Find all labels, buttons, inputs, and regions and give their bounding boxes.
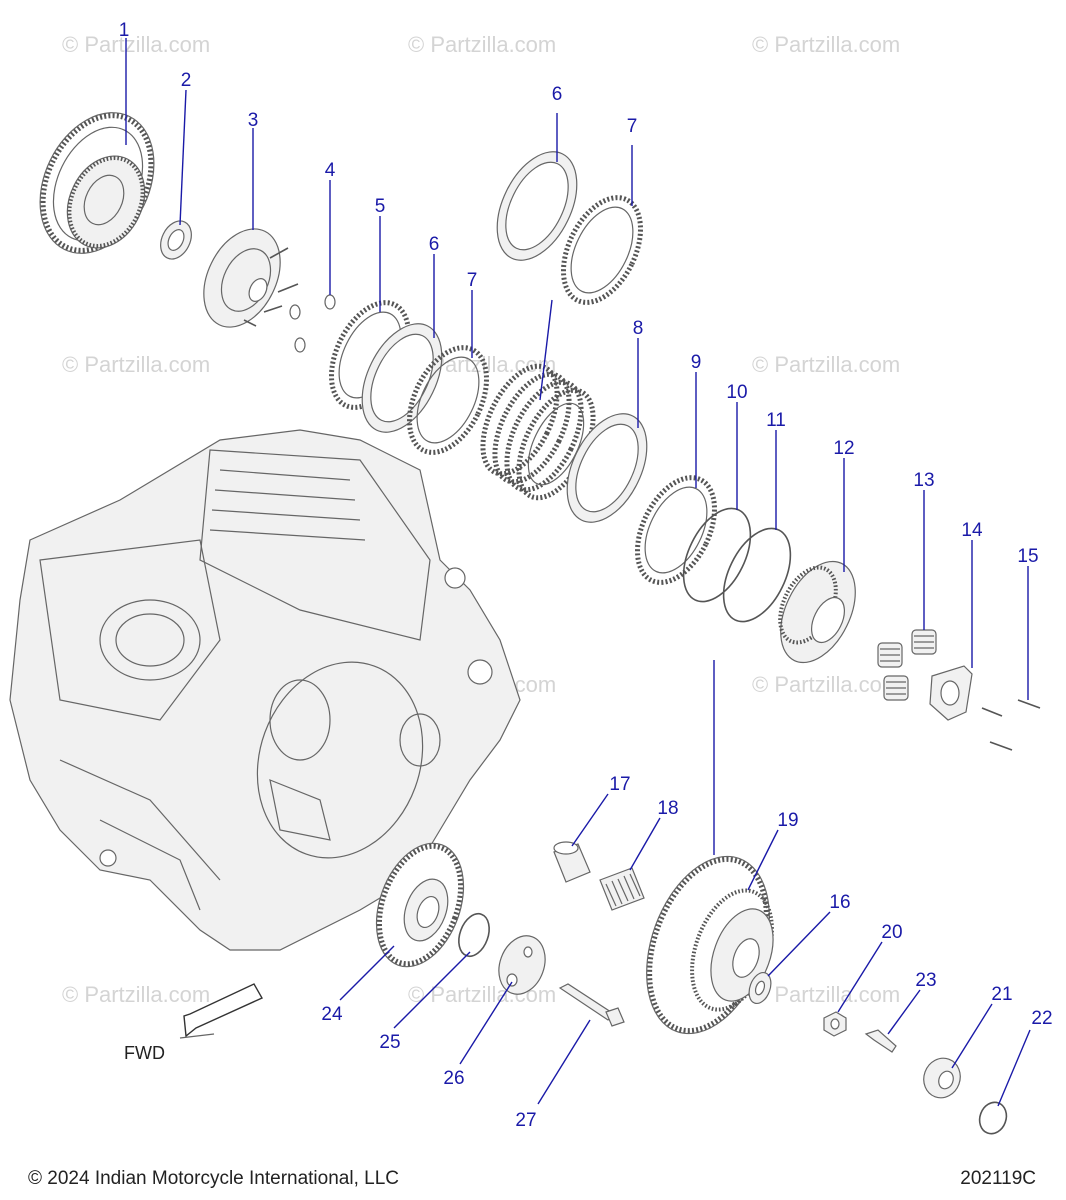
part-18-needle-bearing-drawing <box>599 867 645 911</box>
part-21-bearing-drawing <box>923 1057 961 1099</box>
callout-3: 3 <box>248 110 259 131</box>
callout-12: 12 <box>833 438 854 459</box>
part-17-bushing-drawing <box>553 841 591 883</box>
part-16-washer-drawing <box>748 971 772 1005</box>
part-24-gear-drawing <box>375 842 465 968</box>
callout-24: 24 <box>321 1004 343 1025</box>
fwd-label: FWD <box>124 1043 165 1063</box>
callout-23: 23 <box>915 970 936 991</box>
callout-10: 10 <box>726 382 747 403</box>
watermark-text: © Partzilla.com <box>62 982 210 1007</box>
part-9-friction-plate-drawing <box>634 475 718 585</box>
part-7-friction-plate-upper-drawing <box>560 195 644 305</box>
part-1-clutch-basket-drawing <box>39 112 155 254</box>
callout-18: 18 <box>657 798 678 819</box>
part-27-bolt-drawing <box>558 983 625 1027</box>
part-14-retainer-drawing <box>929 665 973 721</box>
callout-15: 15 <box>1017 546 1038 567</box>
callout-20: 20 <box>881 922 902 943</box>
callout-7: 7 <box>627 116 638 137</box>
callout-6: 6 <box>552 84 563 105</box>
callout-6: 6 <box>429 234 440 255</box>
copyright-text: © 2024 Indian Motorcycle International, … <box>28 1168 399 1189</box>
callout-13: 13 <box>913 470 934 491</box>
callout-21: 21 <box>991 984 1012 1005</box>
part-26-cam-drawing <box>498 935 546 995</box>
leader-lines <box>125 38 1031 1107</box>
callout-9: 9 <box>691 352 702 373</box>
callout-2: 2 <box>181 70 192 91</box>
watermark-text: © Partzilla.com <box>408 32 556 57</box>
diagram-id: 202119C <box>960 1168 1036 1189</box>
callout-7: 7 <box>467 270 478 291</box>
callout-19: 19 <box>777 810 798 831</box>
part-7-friction-plate-drawing <box>406 345 490 455</box>
part-3-hub-drawing <box>203 228 299 328</box>
callout-8: 8 <box>633 318 644 339</box>
watermark-text: © Partzilla.com <box>752 352 900 377</box>
callout-4: 4 <box>325 160 336 181</box>
part-6-steel-plate-upper-drawing <box>496 151 578 261</box>
fwd-arrow-icon <box>179 983 263 1039</box>
part-23-bolt-drawing <box>864 1029 897 1053</box>
callout-26: 26 <box>443 1068 464 1089</box>
callout-22: 22 <box>1031 1008 1052 1029</box>
part-4-snap-rings-drawing <box>289 294 336 353</box>
watermark-text: © Partzilla.com <box>62 32 210 57</box>
watermark-text: © Partzilla.com <box>752 672 900 697</box>
part-19-clutch-gear-drawing <box>646 855 774 1035</box>
part-8-steel-plate-drawing <box>566 413 648 523</box>
part-22-circlip-drawing <box>978 1101 1008 1135</box>
callout-17: 17 <box>609 774 630 795</box>
part-2-washer-drawing <box>160 220 192 260</box>
part-12-pressure-plate-drawing <box>778 560 856 664</box>
callout-27: 27 <box>515 1110 536 1131</box>
watermark-text: © Partzilla.com <box>752 32 900 57</box>
callout-5: 5 <box>375 196 386 217</box>
part-6-steel-plate-drawing <box>361 323 443 433</box>
callout-1: 1 <box>119 20 130 41</box>
watermark-text: © Partzilla.com <box>752 982 900 1007</box>
callout-14: 14 <box>961 520 983 541</box>
engine-block-drawing <box>9 429 521 951</box>
part-15-bolts-drawing <box>981 699 1041 751</box>
callout-11: 11 <box>766 410 786 431</box>
part-20-nut-drawing <box>823 1011 847 1037</box>
part-13-springs-drawing <box>877 629 937 701</box>
callout-labels: 1 2 3 4 5 6 6 7 7 8 9 10 11 12 13 14 15 … <box>119 20 1053 1131</box>
part-11-ring-drawing <box>722 527 792 623</box>
part-10-ring-drawing <box>682 507 752 603</box>
callout-16: 16 <box>829 892 850 913</box>
callout-25: 25 <box>379 1032 400 1053</box>
part-25-snap-ring-drawing <box>458 912 490 958</box>
watermark-text: © Partzilla.com <box>62 352 210 377</box>
